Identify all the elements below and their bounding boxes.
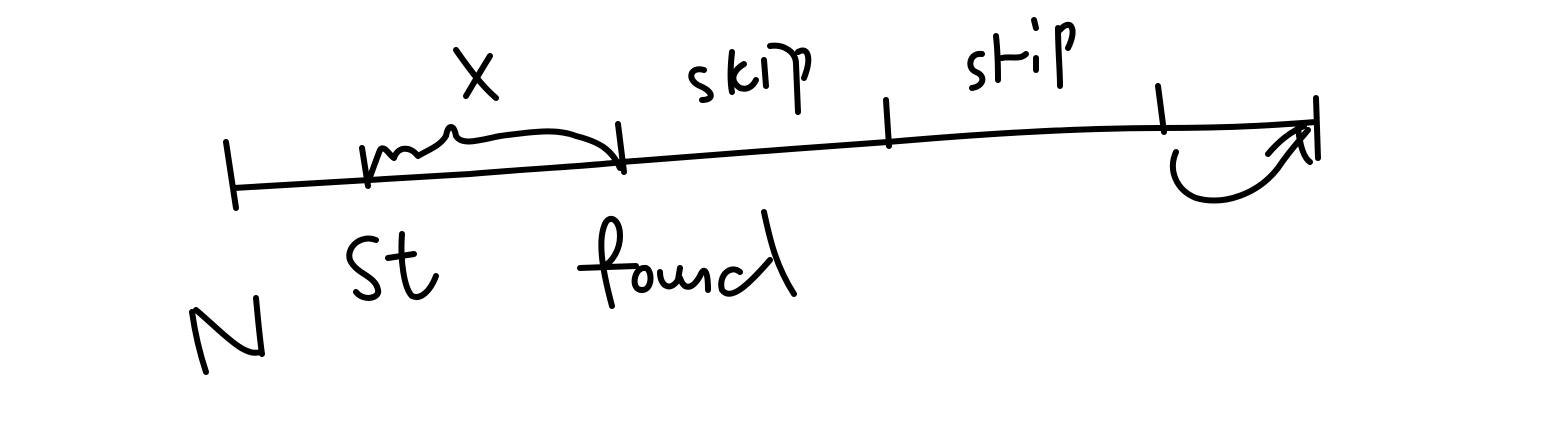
label-cross: [453, 47, 499, 101]
tick-start: [223, 139, 239, 211]
label-skip-1: [688, 42, 812, 115]
tick-end: [1313, 95, 1321, 161]
tick-skip-mid: [883, 97, 892, 149]
arc-st-to-found: [365, 124, 623, 185]
tick-found: [615, 121, 627, 175]
tick-skip-end: [1155, 83, 1167, 135]
label-skip-2: [967, 17, 1076, 91]
label-found: [577, 209, 797, 309]
label-start-marker: [189, 295, 265, 375]
number-line: [231, 119, 1319, 191]
label-start: [346, 231, 439, 301]
return-loop-arrowhead-2: [1295, 125, 1313, 165]
return-loop-arrow: [1169, 127, 1311, 204]
